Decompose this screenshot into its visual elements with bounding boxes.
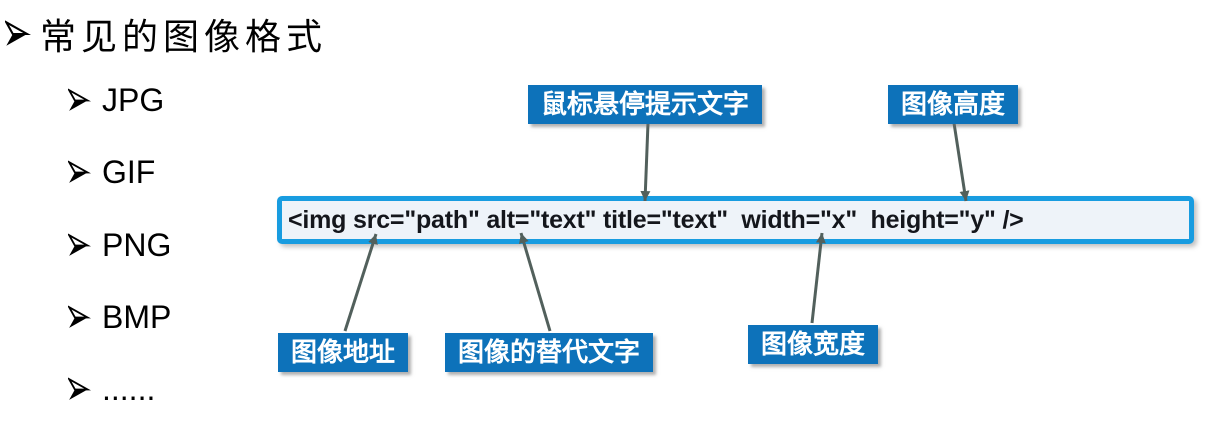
arrowhead-bullet-icon xyxy=(68,87,91,113)
img-tag-code: <img src="path" alt="text" title="text" … xyxy=(288,205,1024,234)
list-item-label: BMP xyxy=(102,299,172,335)
list-item: GIF xyxy=(68,152,155,192)
list-item: PNG xyxy=(68,225,171,265)
arrow-line-src xyxy=(343,233,378,332)
list-item: JPG xyxy=(68,80,164,120)
callout-label-height: 图像高度 xyxy=(888,85,1019,124)
arrow-line-tooltip xyxy=(640,122,651,202)
list-item: ...... xyxy=(68,369,155,409)
arrowhead-bullet-icon xyxy=(5,20,31,48)
callout-label-src: 图像地址 xyxy=(278,333,409,372)
list-item-label: JPG xyxy=(102,82,165,118)
callout-label-alt: 图像的替代文字 xyxy=(445,333,654,372)
arrowhead-bullet-icon xyxy=(68,304,91,330)
callout-label-width: 图像宽度 xyxy=(748,325,879,364)
arrow-line-height xyxy=(952,122,970,202)
list-item: BMP xyxy=(68,297,171,337)
list-item-label: ...... xyxy=(102,371,156,407)
arrow-line-alt xyxy=(519,232,552,332)
page-title: 常见的图像格式 xyxy=(5,8,327,60)
page-title-text: 常见的图像格式 xyxy=(40,16,328,57)
list-item-label: PNG xyxy=(102,227,172,263)
arrowhead-bullet-icon xyxy=(68,376,91,402)
arrowhead-bullet-icon xyxy=(68,232,91,258)
callout-label-tooltip: 鼠标悬停提示文字 xyxy=(528,85,763,124)
arrow-line-width xyxy=(810,232,826,324)
arrowhead-bullet-icon xyxy=(68,159,91,185)
list-item-label: GIF xyxy=(102,154,156,190)
img-tag-code-box: <img src="path" alt="text" title="text" … xyxy=(277,196,1194,244)
